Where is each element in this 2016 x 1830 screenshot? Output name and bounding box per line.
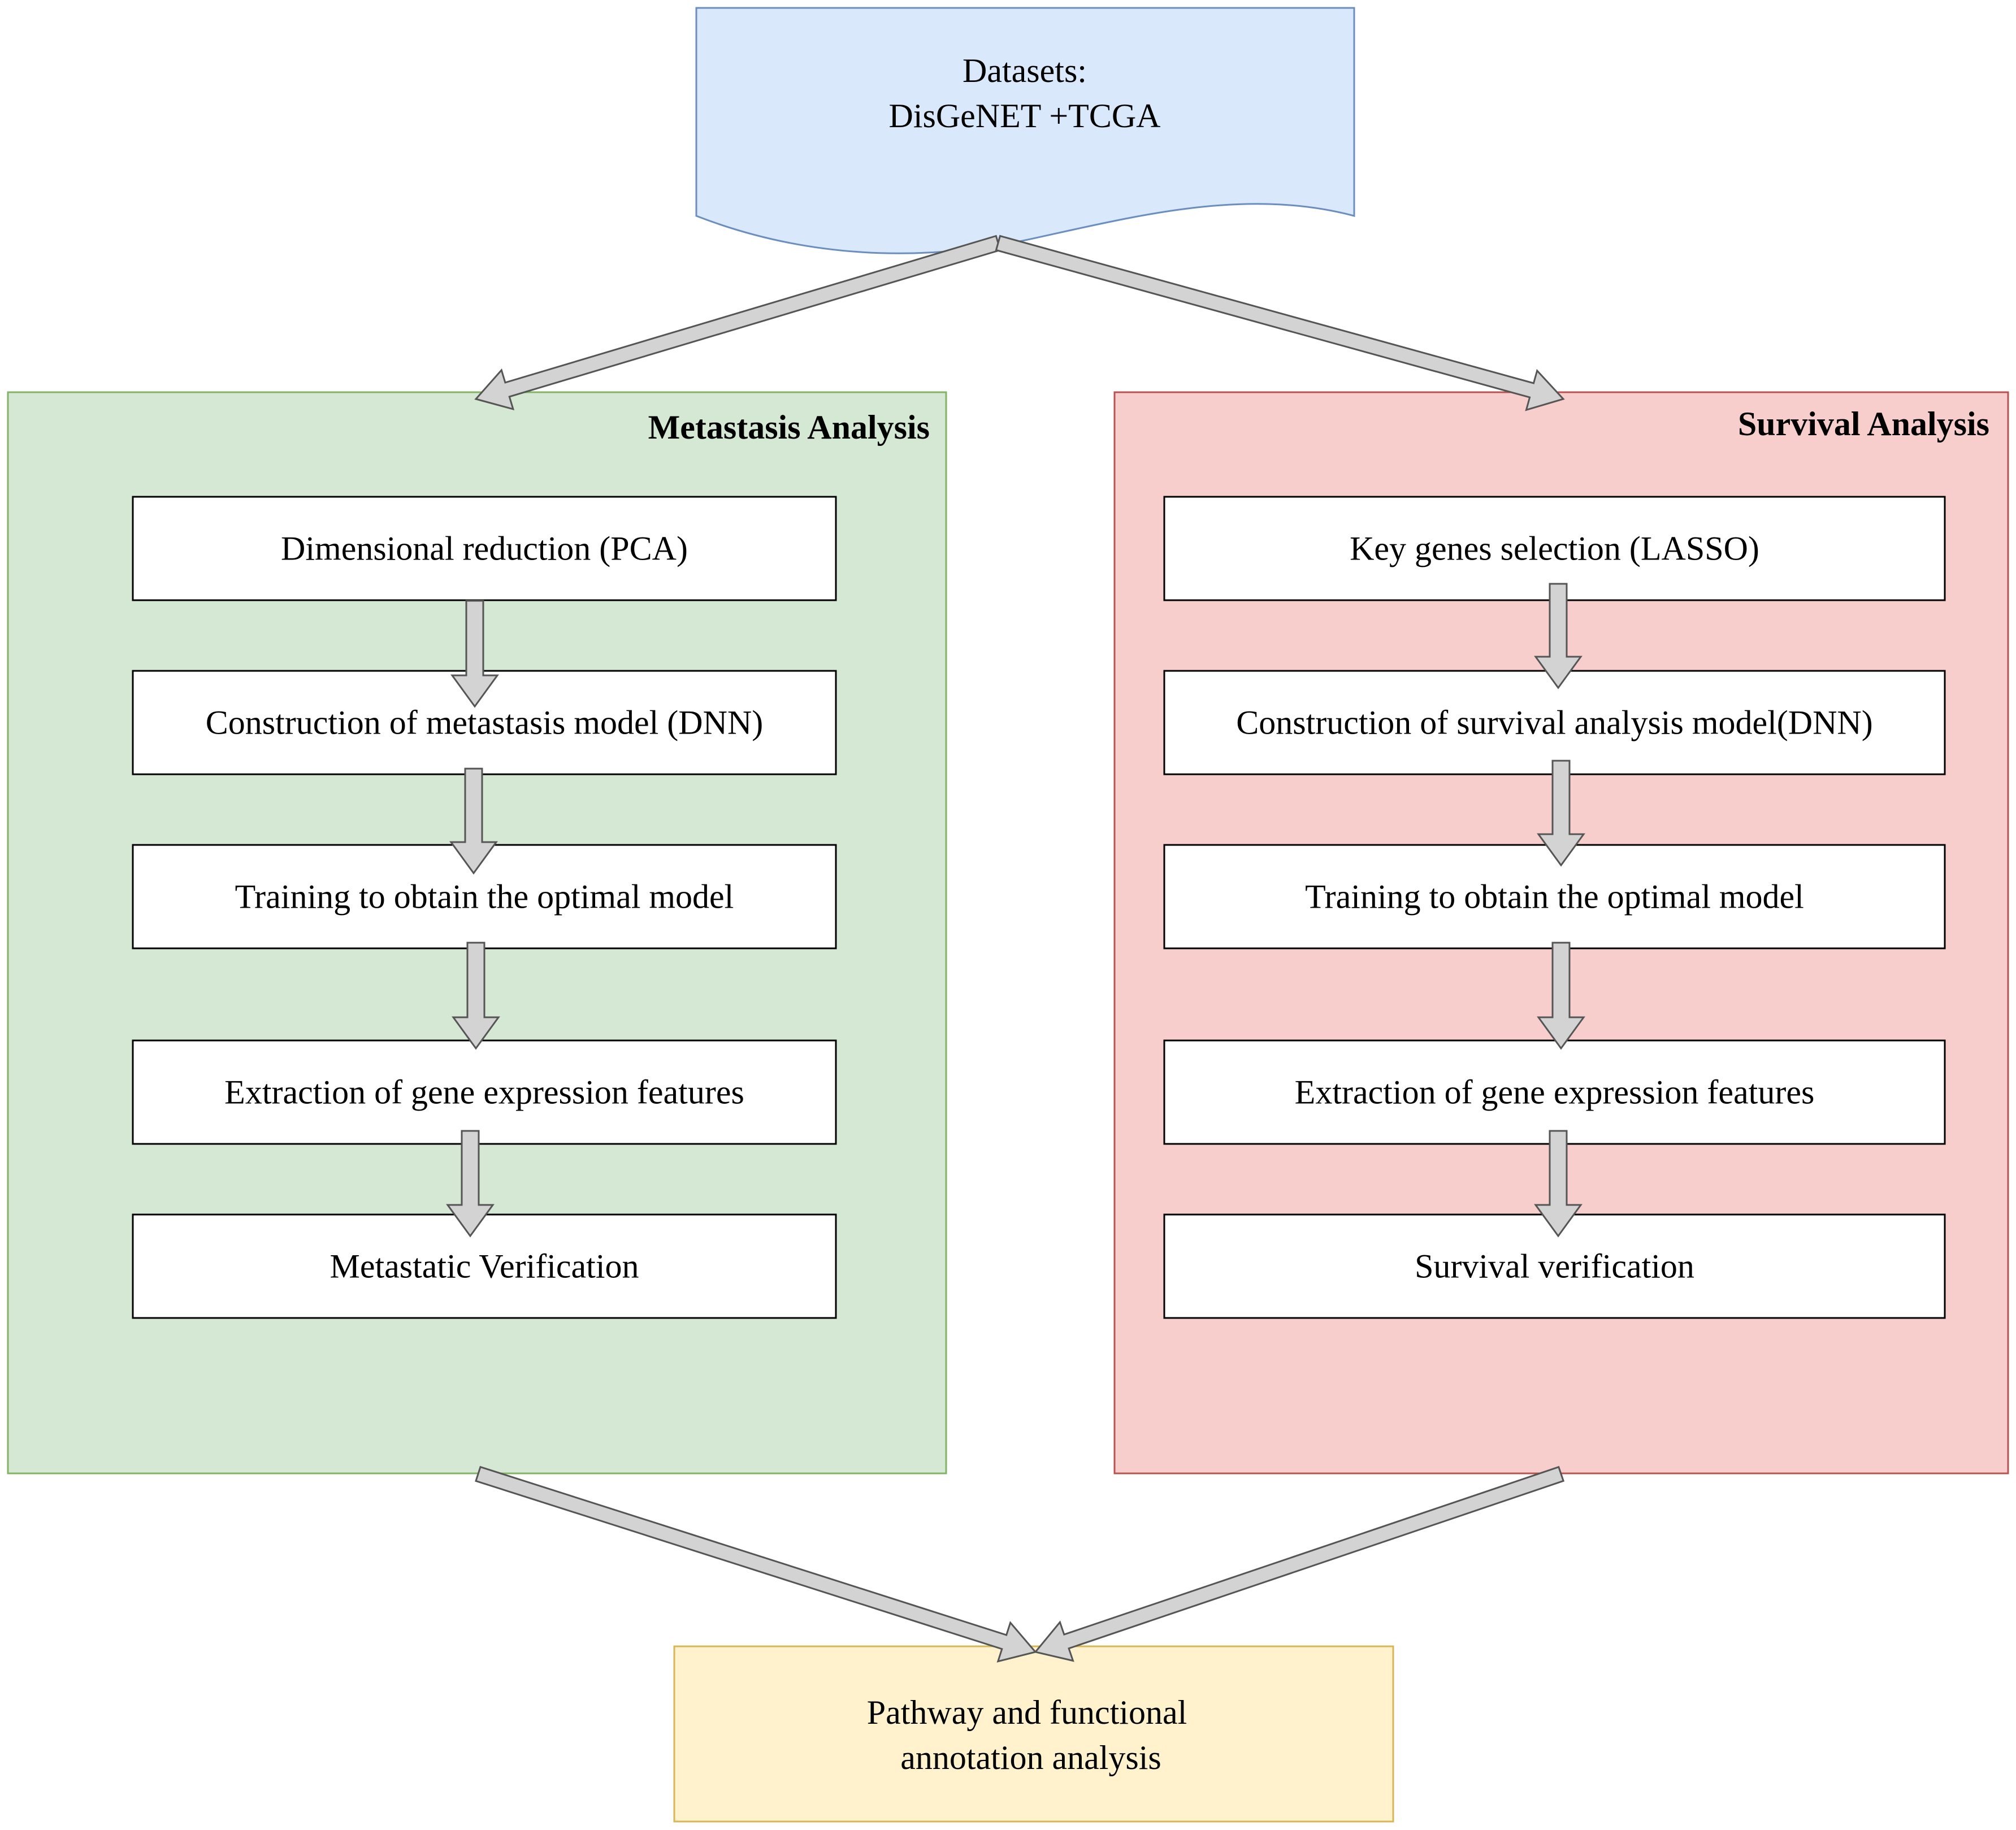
datasets-label-line1: Datasets: — [963, 52, 1087, 89]
datasets-document-shape — [695, 7, 1355, 254]
metastasis-panel-title: Metastasis Analysis — [648, 409, 930, 446]
survival-step-box — [1163, 670, 1946, 775]
survival-step-label: Construction of survival analysis model(… — [1236, 704, 1873, 741]
pathway-label-line1: Pathway and functional — [867, 1694, 1187, 1731]
metastasis-step-label: Dimensional reduction (PCA) — [281, 530, 688, 567]
survival-step-label: Extraction of gene expression features — [1295, 1074, 1815, 1111]
metastasis-step-box — [132, 1213, 837, 1319]
metastasis-step-3: Training to obtain the optimal model — [132, 844, 837, 949]
metastasis-step-5: Metastatic Verification — [132, 1213, 837, 1319]
survival-panel: Survival Analysis Key genes selection (L… — [1113, 391, 2009, 1475]
metastasis-step-1: Dimensional reduction (PCA) — [132, 496, 837, 601]
metastasis-step-4: Extraction of gene expression features — [132, 1039, 837, 1145]
datasets-to-survival-arrow — [995, 235, 1565, 411]
metastasis-step-box — [132, 496, 837, 601]
metastasis-arrow-1 — [450, 600, 499, 708]
survival-panel-title: Survival Analysis — [1738, 405, 1989, 443]
metastasis-arrow-3 — [452, 942, 500, 1050]
survival-step-label: Key genes selection (LASSO) — [1350, 530, 1759, 567]
survival-step-4: Extraction of gene expression features — [1163, 1039, 1946, 1145]
metastasis-arrow-2 — [449, 767, 498, 875]
survival-step-3: Training to obtain the optimal model — [1163, 844, 1946, 949]
metastasis-arrow-4 — [446, 1130, 495, 1238]
metastasis-to-pathway-arrow — [475, 1465, 1037, 1663]
survival-arrow-3 — [1537, 942, 1585, 1050]
pathway-box — [673, 1645, 1394, 1823]
metastasis-step-label: Extraction of gene expression features — [224, 1074, 744, 1111]
metastasis-step-box — [132, 1039, 837, 1145]
datasets-label-line2: DisGeNET +TCGA — [888, 97, 1160, 135]
metastasis-panel: Metastasis Analysis Dimensional reductio… — [7, 391, 947, 1475]
survival-step-box — [1163, 844, 1946, 949]
pathway-node: Pathway and functional annotation analys… — [673, 1645, 1394, 1823]
metastasis-step-label: Training to obtain the optimal model — [235, 878, 734, 916]
metastasis-step-label: Metastatic Verification — [330, 1248, 639, 1285]
survival-to-pathway-arrow — [1034, 1465, 1565, 1662]
survival-arrow-2 — [1537, 760, 1585, 867]
survival-step-label: Training to obtain the optimal model — [1305, 878, 1804, 916]
survival-arrow-4 — [1534, 1130, 1583, 1238]
survival-arrow-1 — [1534, 583, 1583, 689]
metastasis-step-label: Construction of metastasis model (DNN) — [206, 704, 764, 741]
survival-step-2: Construction of survival analysis model(… — [1163, 670, 1946, 775]
pathway-label-line2: annotation analysis — [900, 1739, 1161, 1776]
survival-step-label: Survival verification — [1415, 1248, 1694, 1285]
datasets-to-metastasis-arrow — [474, 235, 1002, 411]
survival-step-box — [1163, 1039, 1946, 1145]
arrows-layer — [446, 235, 1585, 1663]
datasets-node: Datasets: DisGeNET +TCGA — [695, 7, 1355, 254]
